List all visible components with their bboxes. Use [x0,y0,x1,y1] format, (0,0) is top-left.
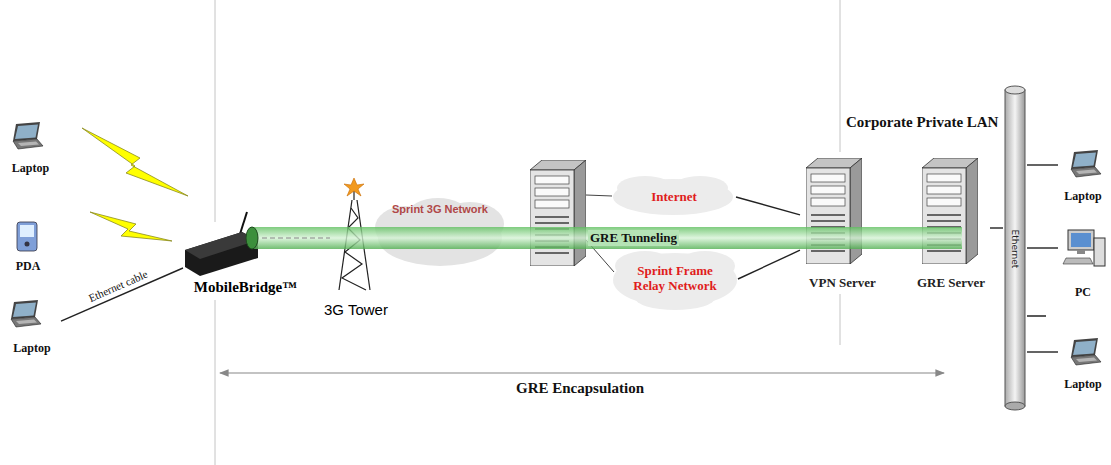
cloud-shape [613,176,733,215]
network-cloud: Internet [612,178,736,216]
pc-icon [1063,230,1105,266]
pda-icon [17,222,37,251]
tunnel-beam [246,227,962,249]
wireless-bolt [82,128,188,196]
connector-line [61,268,183,321]
server-node: VPN Server [800,155,885,291]
network-label: Sprint 3G Network [392,203,488,215]
cloud-shape [613,251,737,310]
laptop-icon [1071,150,1101,177]
connector-line [990,227,1003,228]
region-title: Corporate Private LAN [846,114,998,131]
laptop-node: Laptop [1058,336,1108,392]
node-label: MobileBridge™ [194,279,297,296]
laptop-node: Laptop [1058,148,1108,204]
connector-line [1027,164,1058,165]
router-icon [185,212,258,276]
node-label: GRE Server [917,275,985,291]
wireless-bolt [90,212,172,241]
node-label: Laptop [1064,189,1101,204]
router-node: MobileBridge™ [183,226,308,296]
laptop-node: Laptop [3,120,58,176]
node-label: Sprint Frame Relay Network [623,264,727,294]
connector-line [736,197,800,215]
tunnel-server-icon [530,160,586,266]
server-node: GRE Server [912,155,990,291]
connector-line [1027,247,1058,248]
node-label: Ethernet [1010,230,1020,269]
network-cloud: Sprint Frame Relay Network [612,250,738,308]
laptop-icon [13,122,43,149]
laptop-node: Laptop [3,298,61,356]
pda-node: PDA [3,218,53,274]
node-label: PC [1075,285,1091,300]
span-label: GRE Encapsulation [516,380,644,397]
node-label: Laptop [13,341,50,356]
pc-node: PC [1058,228,1108,300]
ethernet-bus-node: Ethernet [1003,88,1027,410]
connector-label: Ethernet cable [85,266,151,304]
connector-line [1027,351,1058,352]
node-label: PDA [16,259,41,274]
node-label: 3G Tower [324,301,388,318]
connector-line [738,250,800,279]
node-label: Laptop [1064,377,1101,392]
dimension-arrow [220,372,944,373]
node-label: Internet [651,190,697,205]
tower-node: 3G Tower [315,182,397,318]
node-label: Laptop [12,161,49,176]
node-label: VPN Server [809,275,876,291]
laptop-icon [11,300,41,327]
tunnel-label: GRE Tunneling [588,230,679,246]
laptop-icon [1071,338,1101,365]
